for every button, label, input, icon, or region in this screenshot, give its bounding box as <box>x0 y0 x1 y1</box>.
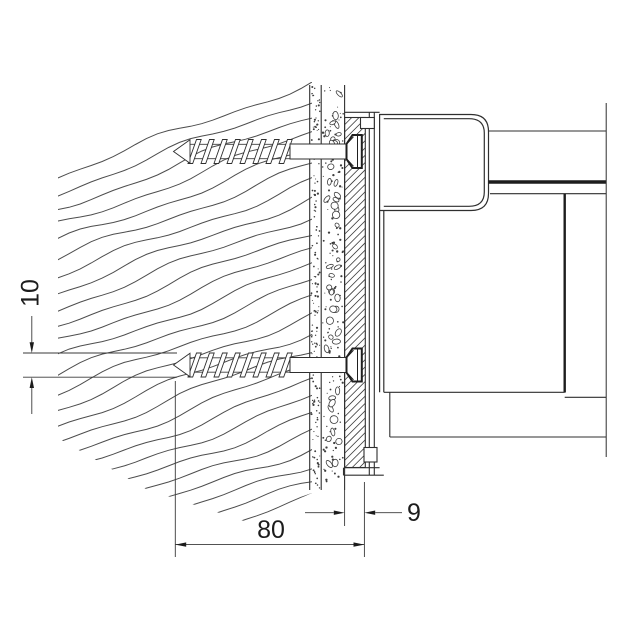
dimension-label-9: 9 <box>407 499 421 527</box>
dimension-label-10: 10 <box>17 279 45 307</box>
mounting-plate-outline <box>344 116 366 469</box>
plaster-layer-coarse <box>321 87 345 483</box>
screw-upper <box>172 134 363 169</box>
cover-bottom-notch <box>363 446 378 463</box>
cover-plate <box>342 111 384 476</box>
dimension-10 <box>23 316 177 414</box>
dimension-label-80: 80 <box>257 516 285 544</box>
bracket-housing <box>379 113 490 393</box>
plaster-layer-fine <box>310 85 321 489</box>
screw-lower <box>172 347 363 383</box>
dimension-80 <box>174 381 365 557</box>
dimension-9 <box>305 490 402 526</box>
cover-top-step <box>359 116 375 130</box>
top-rail <box>488 130 607 195</box>
bottom-rail <box>383 391 607 438</box>
